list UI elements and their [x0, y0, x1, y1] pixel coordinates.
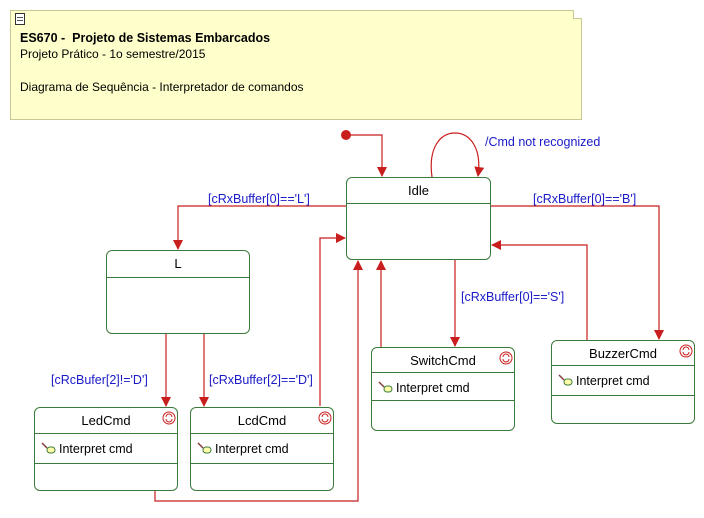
idle-to-buzzer-transition [491, 205, 664, 340]
state-lcdcmd[interactable]: LcdCmd Interpret cmd [190, 407, 334, 491]
state-l-name: L [174, 256, 182, 271]
action-interpret-cmd: Interpret cmd [396, 381, 470, 395]
state-ledcmd-name: LedCmd [81, 413, 131, 428]
note-title: ES670 - Projeto de Sistemas Embarcados [20, 31, 271, 45]
state-buzzercmd[interactable]: BuzzerCmd Interpret cmd [551, 340, 695, 424]
state-idle-name: Idle [408, 183, 429, 198]
state-divider [35, 433, 177, 434]
state-divider [191, 463, 333, 464]
refresh-icon [162, 411, 176, 425]
state-divider [372, 400, 514, 401]
action-interpret-cmd: Interpret cmd [59, 442, 133, 456]
state-divider [191, 433, 333, 434]
state-l[interactable]: L [106, 250, 250, 334]
led-to-idle-transition [154, 260, 363, 502]
action-interpret-cmd: Interpret cmd [215, 442, 289, 456]
note-fold [573, 10, 582, 19]
action-icon [41, 442, 56, 454]
action-icon [197, 442, 212, 454]
state-switchcmd[interactable]: SwitchCmd Interpret cmd [371, 347, 515, 431]
state-lcdcmd-name: LcdCmd [237, 413, 287, 428]
to-buzzer-guard-label: [cRxBuffer[0]=='B'] [533, 192, 637, 206]
state-divider [347, 203, 490, 204]
idle-to-l-transition [173, 205, 346, 250]
initial-node [341, 130, 351, 140]
state-divider [552, 365, 694, 366]
self-loop-label: /Cmd not recognized [485, 135, 601, 149]
state-divider [552, 395, 694, 396]
refresh-icon [679, 344, 693, 358]
self-loop-transition [430, 132, 485, 178]
state-divider [372, 372, 514, 373]
state-switchcmd-name: SwitchCmd [410, 353, 476, 368]
initial-transition [347, 134, 387, 177]
note-description: Diagrama de Sequência - Interpretador de… [20, 80, 304, 94]
action-icon [558, 374, 573, 386]
refresh-icon [318, 411, 332, 425]
to-switch-guard-label: [cRxBuffer[0]=='S'] [461, 290, 565, 304]
document-icon [15, 13, 25, 25]
lcd-to-idle-transition [319, 233, 346, 406]
state-idle[interactable]: Idle [346, 177, 491, 260]
state-ledcmd[interactable]: LedCmd Interpret cmd [34, 407, 178, 491]
to-led-guard-label: [cRcBufer[2]!='D'] [51, 373, 148, 387]
diagram-note: ES670 - Projeto de Sistemas Embarcados P… [10, 10, 582, 120]
action-interpret-cmd: Interpret cmd [576, 374, 650, 388]
state-divider [35, 463, 177, 464]
action-icon [378, 381, 393, 393]
state-buzzercmd-name: BuzzerCmd [589, 346, 657, 361]
buzzer-to-idle-transition [491, 240, 588, 340]
note-subtitle: Projeto Prático - 1o semestre/2015 [20, 47, 206, 61]
to-l-guard-label: [cRxBuffer[0]=='L'] [208, 192, 310, 206]
to-lcd-guard-label: [cRxBuffer[2]=='D'] [209, 373, 313, 387]
state-divider [107, 277, 249, 278]
refresh-icon [499, 351, 513, 365]
